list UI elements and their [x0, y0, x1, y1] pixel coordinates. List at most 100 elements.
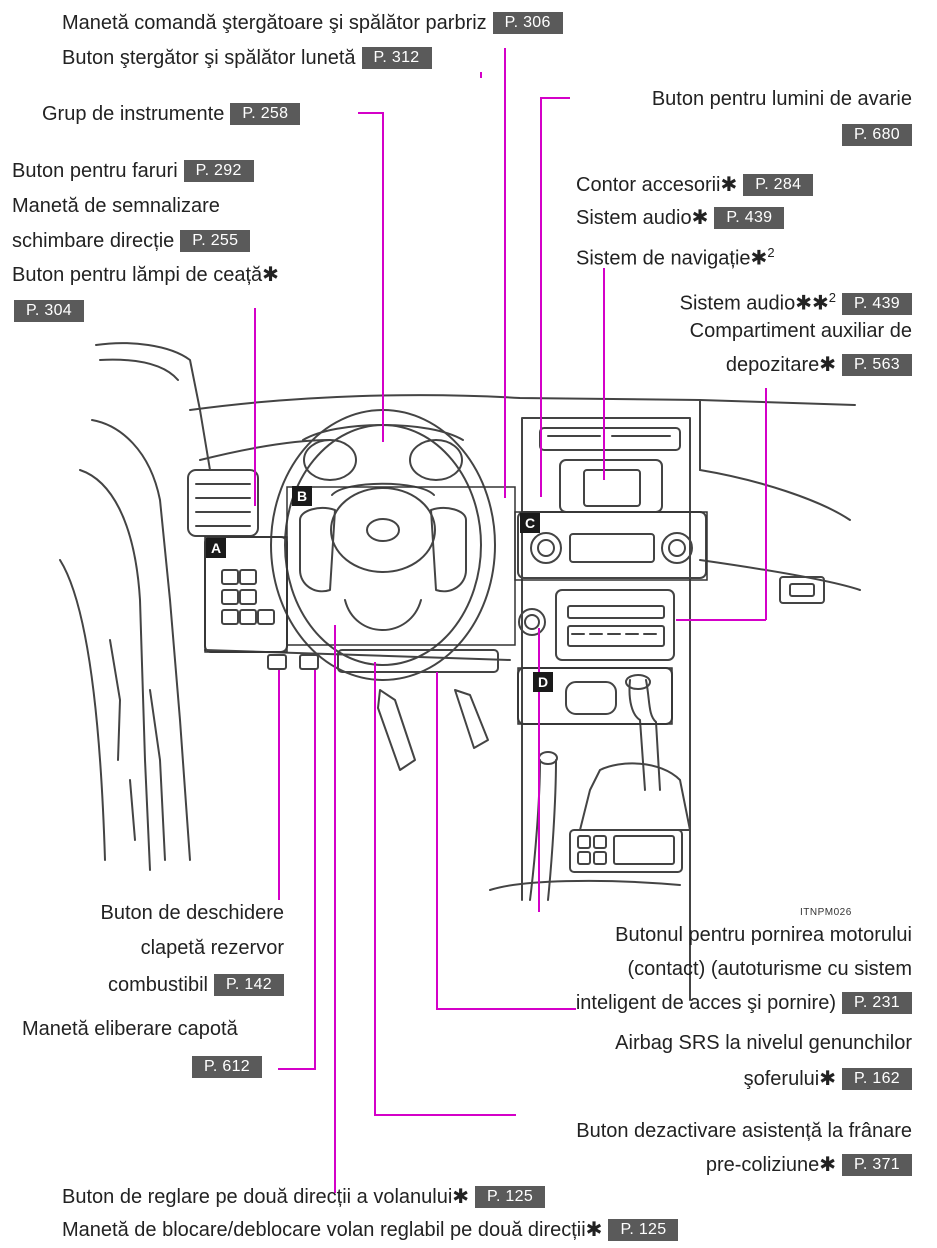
label-fog-lamp-page: P. 304 — [14, 298, 84, 324]
asterisk-icon: ✱ — [795, 292, 812, 315]
leader-hazard-h — [540, 97, 570, 99]
label-aux-box-1: Compartiment auxiliar de — [690, 318, 912, 344]
label-turn-signal-1: Manetă de semnalizare — [12, 193, 220, 219]
page-ref[interactable]: P. 312 — [361, 47, 432, 69]
label-text: Buton ştergător şi spălător lunetă — [62, 47, 356, 69]
badge-d: D — [533, 672, 553, 692]
label-text: (contact) (autoturisme cu sistem — [627, 958, 912, 980]
label-text: Airbag SRS la nivelul genunchilor — [615, 1032, 912, 1054]
label-knee-airbag-2: şoferului✱ P. 162 — [744, 1066, 912, 1092]
label-text: Buton de deschidere — [100, 902, 284, 924]
asterisk-icon: ✱ — [262, 264, 279, 286]
asterisk-icon: ✱ — [750, 247, 768, 270]
label-text: Buton pentru lămpi de ceață — [12, 264, 263, 286]
label-text: Contor accesorii — [576, 174, 721, 196]
page-ref[interactable]: P. 142 — [214, 974, 284, 996]
label-wiper-lever: Manetă comandă ştergătoare şi spălător p… — [62, 10, 563, 36]
label-engine-switch-2: (contact) (autoturisme cu sistem — [627, 956, 912, 982]
leader-cluster-v — [382, 112, 384, 442]
leader-hazard-v — [540, 97, 542, 497]
label-text: Compartiment auxiliar de — [689, 320, 912, 342]
leader-pcs-v — [374, 662, 376, 1116]
page-ref[interactable]: P. 439 — [714, 207, 785, 229]
badge-b: B — [292, 486, 312, 506]
leader-tilt — [334, 625, 336, 1193]
label-text: Sistem audio — [576, 207, 692, 229]
page-ref[interactable]: P. 258 — [230, 103, 301, 125]
label-text: Buton dezactivare asistență la frânare — [576, 1120, 912, 1142]
label-tilt-lever: Manetă de blocare/deblocare volan reglab… — [62, 1217, 679, 1243]
label-knee-airbag-1: Airbag SRS la nivelul genunchilor — [615, 1030, 912, 1056]
footnote-mark: 2 — [828, 290, 836, 305]
page-ref[interactable]: P. 284 — [743, 174, 814, 196]
page-ref[interactable]: P. 125 — [608, 1219, 679, 1241]
page-ref[interactable]: P. 680 — [842, 124, 912, 146]
asterisk-icon: ✱ — [812, 292, 829, 315]
page-ref[interactable]: P. 162 — [842, 1068, 912, 1090]
page-ref[interactable]: P. 231 — [842, 992, 912, 1014]
label-fog-lamp: Buton pentru lămpi de ceață✱ — [12, 262, 279, 288]
image-code: ITNPM026 — [800, 907, 852, 918]
leader-pcs-h — [374, 1114, 516, 1116]
asterisk-icon: ✱ — [819, 354, 836, 376]
label-text: şoferului — [743, 1068, 820, 1090]
page-ref[interactable]: P. 255 — [180, 230, 251, 252]
label-text: inteligent de acces şi pornire) — [575, 992, 836, 1014]
label-engine-switch-3: inteligent de acces şi pornire) P. 231 — [576, 990, 912, 1016]
footnote-mark: 2 — [767, 245, 775, 260]
leader-headlight — [254, 308, 256, 506]
label-text: Buton pentru faruri — [12, 160, 178, 182]
page-ref[interactable]: P. 306 — [492, 12, 563, 34]
label-hazard: Buton pentru lumini de avarie — [652, 86, 912, 112]
label-text: schimbare direcție — [12, 230, 175, 252]
label-hood-release: Manetă eliberare capotă — [22, 1016, 238, 1042]
label-text: pre-coliziune — [705, 1154, 820, 1176]
leader-hood-h — [278, 1068, 316, 1070]
leader-cluster-h — [358, 112, 384, 114]
page-ref[interactable]: P. 371 — [842, 1154, 912, 1176]
badge-c: C — [520, 513, 540, 533]
label-pcs-off-2: pre-coliziune✱ P. 371 — [706, 1152, 912, 1178]
label-text: clapetă rezervor — [140, 937, 284, 959]
leader-aux — [765, 388, 767, 620]
asterisk-icon: ✱ — [585, 1219, 603, 1241]
label-engine-switch-1: Butonul pentru pornirea motorului — [615, 922, 912, 948]
label-text: Buton pentru lumini de avarie — [651, 88, 912, 110]
page-ref[interactable]: P. 125 — [475, 1186, 546, 1208]
label-audio-1: Sistem audio✱P. 439 — [576, 205, 785, 231]
asterisk-icon: ✱ — [819, 1068, 836, 1090]
page-ref[interactable]: P. 304 — [14, 300, 84, 322]
badge-a: A — [206, 538, 226, 558]
leader-knee-v — [436, 672, 438, 1010]
label-fuel-door-2: clapetă rezervor — [141, 935, 284, 961]
page-ref[interactable]: P. 612 — [192, 1056, 262, 1078]
label-text: Sistem de navigație — [576, 247, 751, 270]
asterisk-icon: ✱ — [819, 1154, 836, 1176]
leader-fuel — [278, 670, 280, 900]
label-text: Buton de reglare pe două direcții a vola… — [62, 1186, 453, 1208]
label-aux-box-2: depozitare✱P. 563 — [726, 352, 912, 378]
label-pcs-off-1: Buton dezactivare asistență la frânare — [576, 1118, 912, 1144]
leader-knee-h — [436, 1008, 576, 1010]
page-ref[interactable]: P. 563 — [842, 354, 912, 376]
label-text: Butonul pentru pornirea motorului — [615, 924, 912, 946]
page-ref[interactable]: P. 292 — [183, 160, 254, 182]
leader-wiper — [504, 48, 506, 498]
leader-aux-h — [676, 619, 766, 621]
label-navigation: Sistem de navigație✱2 — [576, 240, 775, 272]
asterisk-icon: ✱ — [452, 1186, 470, 1208]
asterisk-icon: ✱ — [720, 174, 738, 196]
label-text: Sistem audio — [679, 292, 796, 315]
label-fuel-door-1: Buton de deschidere — [101, 900, 284, 926]
label-accessory-meter: Contor accesorii✱P. 284 — [576, 172, 814, 198]
label-text: Manetă de blocare/deblocare volan reglab… — [62, 1219, 586, 1241]
label-tilt-switch: Buton de reglare pe două direcții a vola… — [62, 1184, 546, 1210]
label-text: Manetă de semnalizare — [12, 195, 220, 217]
page-ref[interactable]: P. 439 — [842, 292, 912, 315]
